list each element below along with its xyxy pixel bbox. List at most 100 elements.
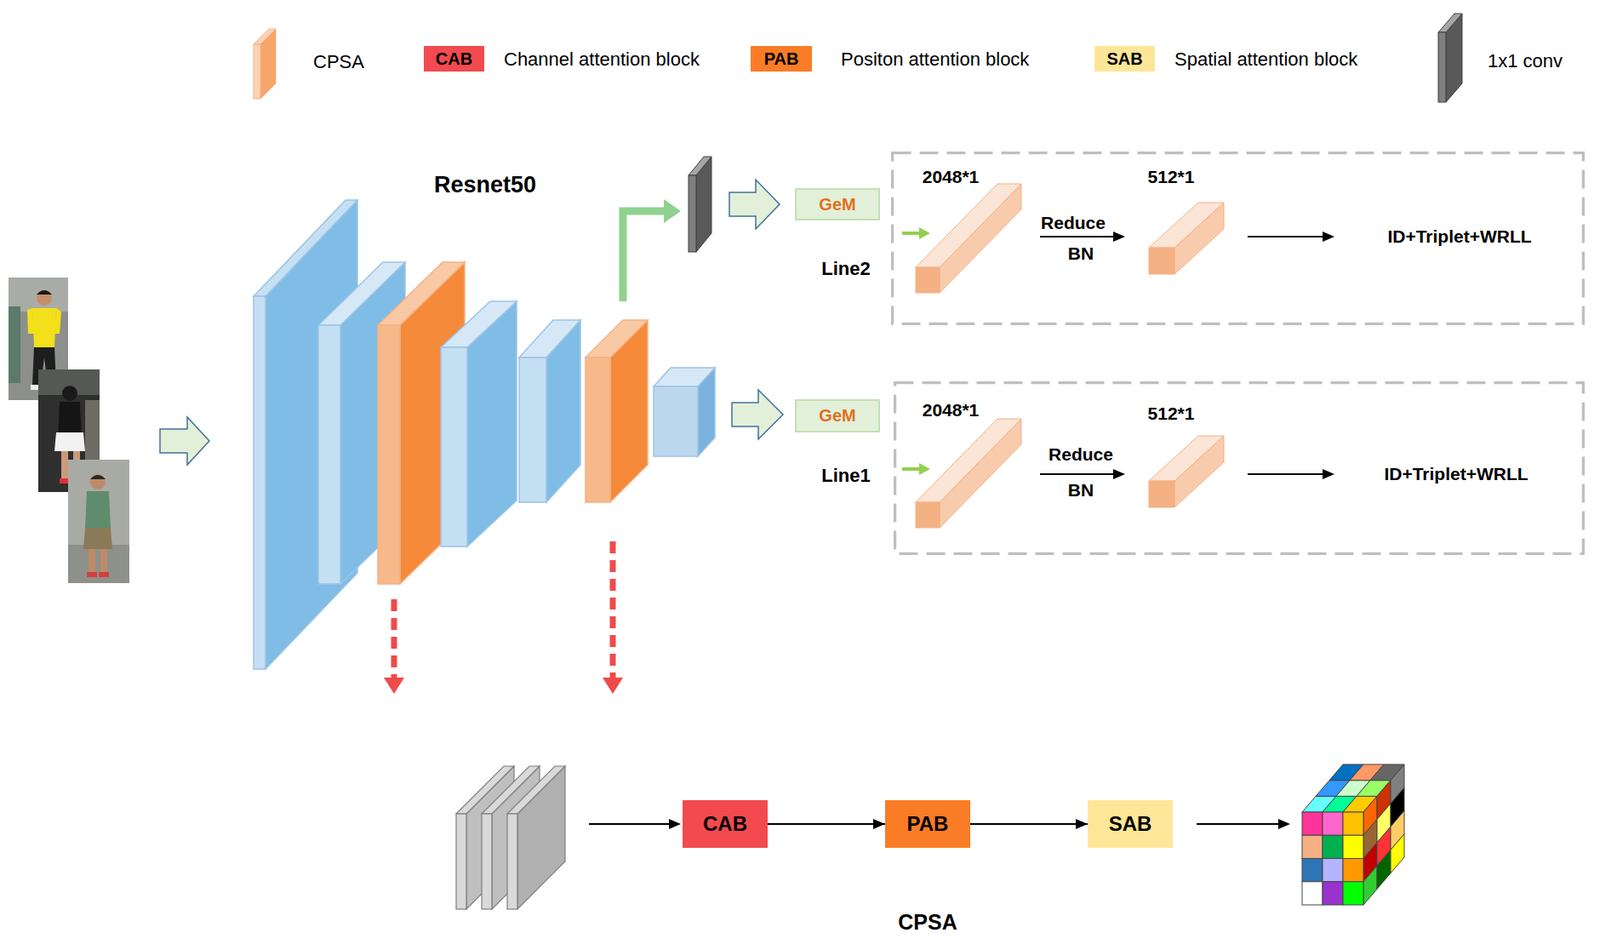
resnet-backbone bbox=[253, 200, 358, 297]
cpsa-pointer bbox=[602, 677, 623, 694]
block-label: SAB bbox=[1108, 811, 1153, 836]
line2-features bbox=[915, 267, 940, 293]
gem-arrow bbox=[729, 179, 780, 229]
input-photos bbox=[54, 308, 62, 334]
resnet-backbone bbox=[377, 325, 400, 584]
legend-swatch: SAB bbox=[1094, 45, 1155, 72]
attention-block: PAB bbox=[885, 800, 971, 848]
line2-features bbox=[1148, 247, 1175, 275]
line1-features bbox=[1148, 435, 1224, 481]
legend-text: Positon attention block bbox=[840, 48, 1029, 70]
block-label: GeM bbox=[818, 194, 856, 215]
input-photos bbox=[90, 474, 106, 490]
output-cube bbox=[1342, 858, 1364, 882]
output-cube bbox=[1302, 858, 1323, 882]
resnet-backbone bbox=[653, 367, 715, 387]
branch-name: Line2 bbox=[821, 257, 870, 280]
output-cube bbox=[1363, 865, 1378, 905]
branch-text: BN bbox=[1068, 243, 1094, 264]
swatch-label: CAB bbox=[435, 49, 473, 69]
line1-features bbox=[915, 502, 940, 528]
resnet-backbone bbox=[585, 320, 648, 503]
resnet-backbone bbox=[585, 357, 611, 503]
input-photos bbox=[54, 432, 86, 452]
input-photos bbox=[85, 400, 100, 469]
line1-features bbox=[902, 418, 1335, 528]
dashed-frame bbox=[892, 153, 1584, 325]
legend-text: Spatial attention block bbox=[1174, 48, 1358, 70]
line1-features bbox=[1322, 468, 1335, 480]
legend-swatch: CAB bbox=[423, 45, 485, 72]
connector-arrow bbox=[767, 822, 886, 825]
resnet-backbone bbox=[377, 262, 465, 326]
module-name: CPSA bbox=[897, 909, 957, 935]
resnet-backbone bbox=[318, 325, 341, 584]
output-cube bbox=[1342, 881, 1364, 905]
conv-slab bbox=[688, 156, 712, 176]
feature-maps bbox=[481, 813, 492, 909]
branch-arrow bbox=[663, 199, 681, 223]
pooling-box: GeM bbox=[794, 399, 880, 433]
block-label: CAB bbox=[702, 811, 748, 836]
line2-features bbox=[1247, 235, 1325, 238]
input-photos bbox=[36, 290, 52, 306]
output-cube bbox=[1302, 834, 1323, 858]
pipeline-arrow bbox=[1196, 822, 1280, 825]
input-photos bbox=[32, 308, 57, 348]
branch-text: ID+Triplet+WRLL bbox=[1387, 226, 1532, 247]
output-cube bbox=[1342, 834, 1364, 858]
resnet-backbone bbox=[519, 320, 581, 358]
line2-features bbox=[915, 183, 1224, 293]
line1-features bbox=[902, 467, 921, 471]
conv-legend-slab bbox=[1438, 32, 1446, 103]
input-photos bbox=[85, 491, 111, 528]
feature-maps bbox=[456, 813, 467, 909]
line2-features bbox=[902, 183, 1335, 293]
line2-features bbox=[915, 183, 1022, 268]
input-photos bbox=[68, 544, 130, 583]
line1-features bbox=[1113, 468, 1126, 480]
branch-arrow bbox=[622, 199, 681, 302]
output-cube bbox=[1377, 849, 1391, 889]
swatch-label: PAB bbox=[764, 49, 800, 69]
cpsa-pointer bbox=[610, 541, 617, 678]
input-photos bbox=[8, 306, 21, 383]
connector-arrow bbox=[970, 822, 1088, 825]
input-photos bbox=[36, 290, 52, 295]
resnet-backbone bbox=[519, 357, 547, 503]
line1-features bbox=[1148, 480, 1175, 508]
pipeline-arrow bbox=[588, 822, 671, 825]
conv-slab bbox=[688, 156, 712, 252]
line1-features bbox=[915, 418, 1224, 528]
feature-maps bbox=[507, 813, 518, 909]
resnet-backbone bbox=[253, 296, 266, 669]
backbone-title: Resnet50 bbox=[434, 171, 537, 199]
block-label: GeM bbox=[818, 405, 856, 426]
line1-features bbox=[1247, 473, 1325, 475]
resnet-backbone bbox=[253, 200, 715, 669]
cpsa-pointer bbox=[383, 677, 405, 694]
line1-features bbox=[915, 418, 1022, 503]
gem-arrow bbox=[731, 389, 783, 440]
cpsa-pointer bbox=[383, 541, 623, 694]
cpsa-pointer bbox=[391, 599, 398, 678]
conv-legend-slab bbox=[1438, 13, 1463, 103]
branch-text: 2048*1 bbox=[922, 166, 980, 188]
cpsa-legend-slab bbox=[253, 28, 276, 99]
input-photos bbox=[86, 571, 98, 578]
branch-name: Line1 bbox=[821, 464, 870, 486]
branch-text: Reduce bbox=[1040, 212, 1106, 234]
branch-text: BN bbox=[1068, 480, 1094, 501]
input-photos bbox=[27, 308, 35, 334]
line2-features bbox=[1322, 231, 1335, 242]
legend-text: CPSA bbox=[313, 51, 365, 73]
input-photos bbox=[62, 385, 78, 401]
output-cube bbox=[1363, 764, 1405, 905]
output-cube bbox=[1302, 811, 1323, 835]
resnet-backbone bbox=[653, 386, 698, 457]
line2-features bbox=[919, 227, 931, 240]
input-photos bbox=[98, 571, 109, 578]
conv-legend-slab bbox=[1438, 13, 1463, 33]
